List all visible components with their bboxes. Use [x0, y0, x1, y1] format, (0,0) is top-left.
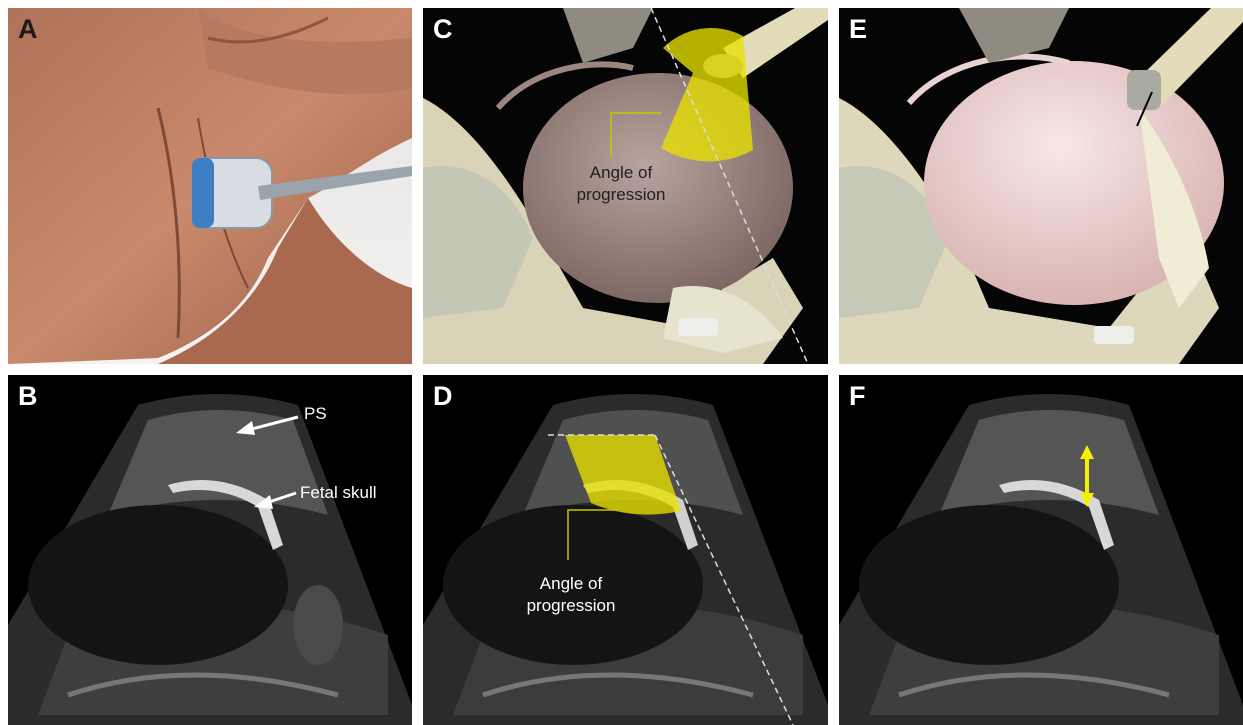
panel-b: B PS Fetal skull — [8, 375, 412, 725]
panel-label-f: F — [849, 381, 866, 412]
panel-c: C Angle of progression — [423, 8, 828, 364]
panel-label-d: D — [433, 381, 453, 412]
probe-placement-illustration — [8, 8, 412, 364]
panel-label-a: A — [18, 14, 38, 45]
ultrasound-image-b — [8, 375, 412, 725]
panel-label-b: B — [18, 381, 38, 412]
panel-label-c: C — [433, 14, 453, 45]
panel-e: E — [839, 8, 1243, 364]
pelvis-distance-illustration — [839, 8, 1243, 364]
panel-f: F — [839, 375, 1243, 725]
ultrasound-image-d — [423, 375, 828, 725]
panel-d: D Angle of progression — [423, 375, 828, 725]
ultrasound-image-f — [839, 375, 1243, 725]
angle-of-progression-label-d: Angle of progression — [501, 573, 641, 617]
ps-label: PS — [304, 404, 327, 424]
panel-label-e: E — [849, 14, 867, 45]
panel-a: A — [8, 8, 412, 364]
angle-of-progression-label-c: Angle of progression — [551, 162, 691, 206]
fetal-skull-label: Fetal skull — [300, 483, 377, 503]
